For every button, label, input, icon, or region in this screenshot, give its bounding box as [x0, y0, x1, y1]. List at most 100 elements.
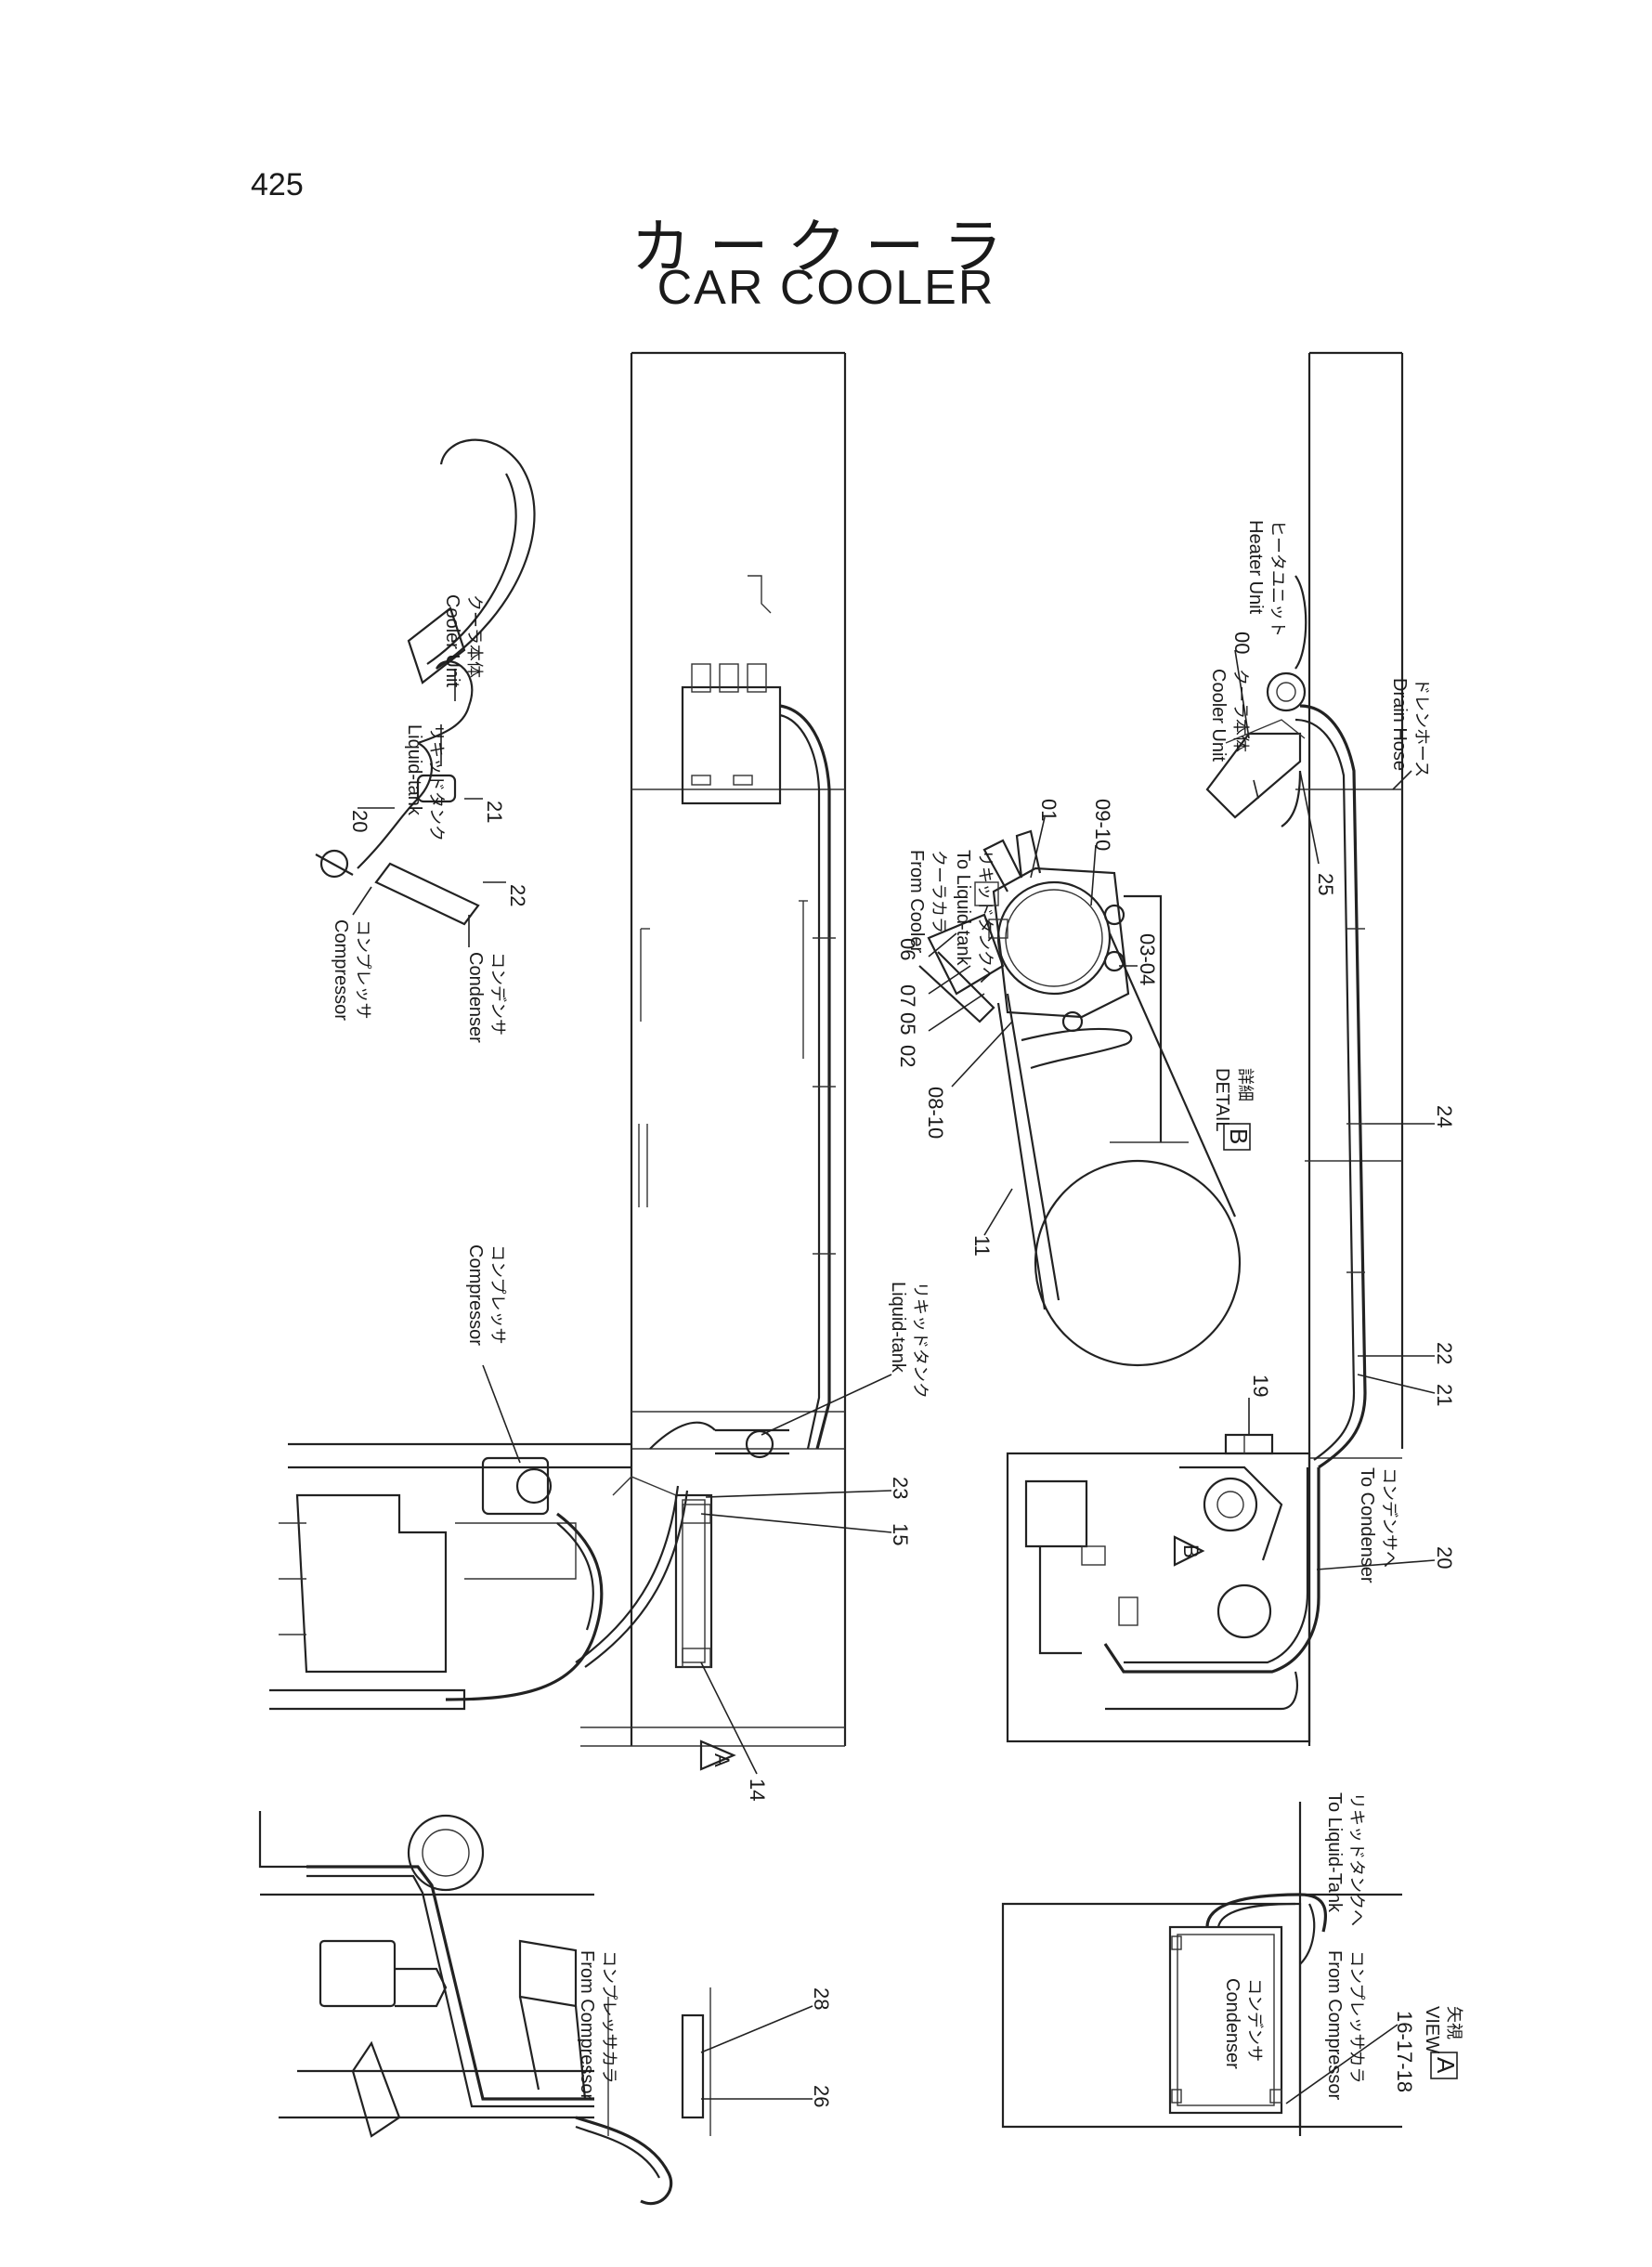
cab-side-view [630, 351, 847, 1450]
view-a-condenser-label-en: Condenser [1222, 1978, 1242, 2069]
view-a-title: 矢視 VIEW A [1422, 2006, 1463, 2079]
callout-11: 11 [970, 1235, 994, 1257]
view-a-to-liquid-tank-label-en: To Liquid-Tank [1324, 1792, 1345, 1913]
detail-b-marker-label: B [1179, 1544, 1203, 1558]
view-a-from-compressor-label-ja: コンプレッサカラ [1346, 1950, 1366, 2083]
overview-cooler-unit [407, 606, 466, 684]
drain-hose-label-ja: ドレンホース [1411, 678, 1431, 777]
view-a [1001, 1802, 1402, 2136]
condenser-mount-block [319, 1939, 397, 2008]
callout-20-right: 20 [1433, 1546, 1456, 1569]
engine-block [295, 1493, 448, 1674]
condenser-bracket-26-28 [681, 2013, 705, 2119]
callout-16-17-18: 16-17-18 [1393, 2011, 1416, 2092]
from-compressor-label-en: From Compressor [577, 1950, 597, 2100]
page-number: 425 [251, 167, 304, 202]
detail-b-title-en: DETAIL [1212, 1068, 1232, 1132]
callout-07: 07 [896, 984, 919, 1007]
view-a-condenser-label-ja: コンデンサ [1244, 1978, 1264, 2062]
drain-hose [1281, 770, 1302, 827]
view-a-marker [699, 1739, 736, 1771]
overview-liquid-tank [416, 774, 457, 803]
right-compressor [1203, 1477, 1258, 1532]
callout-01: 01 [1037, 799, 1060, 821]
detail-b-marker [1173, 1535, 1205, 1567]
overview-sketch [315, 438, 536, 947]
callout-28: 28 [810, 1987, 833, 2010]
callout-05: 05 [896, 1012, 919, 1035]
overview-callout-21: 21 [483, 801, 506, 823]
callout-00: 00 [1230, 632, 1254, 654]
overview-hose-22 [436, 438, 536, 670]
condenser-hose [306, 1865, 594, 2101]
detail-compressor-body [996, 880, 1112, 996]
to-condenser-label-ja: コンデンサへ [1379, 1467, 1398, 1568]
callout-26: 26 [810, 2085, 833, 2107]
overview-cooler-unit-label-en: Cooler Unit [442, 594, 462, 687]
from-cooler-label-ja: クーラカラ [929, 850, 948, 933]
overview-condenser [374, 862, 480, 926]
callout-06: 06 [896, 938, 919, 960]
floor-cooler-unit-label-ja: クーラ本体 [1230, 669, 1250, 752]
callout-03-04: 03-04 [1136, 933, 1159, 985]
detail-b-title-ja: 詳細 [1235, 1068, 1255, 1101]
overview-compressor-label-ja: コンプレッサ [353, 919, 372, 1019]
floor-refrigerant-line [1299, 704, 1367, 1469]
engine-compartment-view [269, 1421, 847, 1771]
overview-liquid-tank-label-en: Liquid-tank [404, 724, 424, 816]
callout-25: 25 [1314, 873, 1337, 895]
callout-14: 14 [746, 1778, 769, 1801]
heater-unit-label-ja: ヒータユニット [1268, 520, 1287, 637]
view-a-condenser [1168, 1925, 1283, 2115]
heater-unit-label-en: Heater Unit [1245, 520, 1266, 615]
fan-housing [407, 1814, 485, 1892]
cab-refrigerant-line [779, 704, 831, 1450]
overview-compressor [319, 849, 349, 879]
callout-09-10: 09-10 [1091, 799, 1114, 851]
to-condenser-label-en: To Condenser [1357, 1467, 1377, 1583]
engine-compressor-label-ja: コンプレッサ [488, 1244, 507, 1344]
title-japanese: カークーラ [631, 214, 1021, 282]
detail-large-pulley [1034, 1159, 1242, 1367]
drain-hose-label-en: Drain Hose [1389, 678, 1410, 771]
callout-02: 02 [896, 1045, 919, 1067]
callout-22-right: 22 [1433, 1342, 1456, 1364]
overview-callout-20: 20 [348, 810, 371, 832]
engine-compressor-label-en: Compressor [465, 1244, 486, 1346]
view-a-title-letter: A [1432, 2057, 1460, 2074]
view-a-to-liquid-tank-label-ja: リキッドタンクへ [1346, 1792, 1366, 1926]
engine-liquid-tank-label-ja: リキッドタンク [910, 1282, 930, 1399]
title-english: CAR COOLER [657, 261, 995, 315]
overview-condenser-label-ja: コンデンサ [488, 952, 507, 1036]
from-compressor-label-ja: コンプレッサカラ [599, 1950, 618, 2083]
floor-cooler-unit [1205, 732, 1302, 819]
view-a-marker-label: A [710, 1753, 734, 1767]
callout-21-right: 21 [1433, 1384, 1456, 1406]
overview-cooler-unit-label-ja: クーラ本体 [464, 594, 484, 678]
callout-19: 19 [1249, 1375, 1272, 1397]
from-cooler-label-en: From Cooler [906, 850, 927, 953]
detail-b-view [918, 829, 1242, 1367]
overview-callout-22: 22 [506, 884, 529, 906]
callout-24: 24 [1433, 1105, 1456, 1127]
detail-b-title: 詳細 DETAIL B [1212, 1068, 1255, 1151]
heater-unit [1266, 671, 1307, 712]
overview-condenser-label-en: Condenser [465, 952, 486, 1043]
overview-liquid-tank-label-ja: リキッドタンク [426, 724, 446, 841]
floor-cooler-unit-label-en: Cooler Unit [1208, 669, 1229, 762]
view-a-from-compressor-label-en: From Compressor [1324, 1950, 1345, 2100]
to-liquid-tank-label-en: To Liquid-tank [953, 850, 973, 967]
view-a-title-en: VIEW [1422, 2006, 1442, 2053]
overview-compressor-label-en: Compressor [331, 919, 351, 1021]
condenser-mount-view [258, 1811, 711, 2206]
cab-cooler-unit [681, 685, 782, 805]
engine-compressor [481, 1456, 550, 1516]
detail-b-title-letter: B [1225, 1128, 1253, 1144]
detail-belt-11 [1006, 993, 1060, 1301]
callout-23: 23 [889, 1477, 912, 1499]
callout-08-10: 08-10 [924, 1087, 947, 1139]
callout-15: 15 [889, 1523, 912, 1545]
engine-hose-a [445, 1512, 604, 1701]
right-engine-outline [1006, 1452, 1311, 1743]
